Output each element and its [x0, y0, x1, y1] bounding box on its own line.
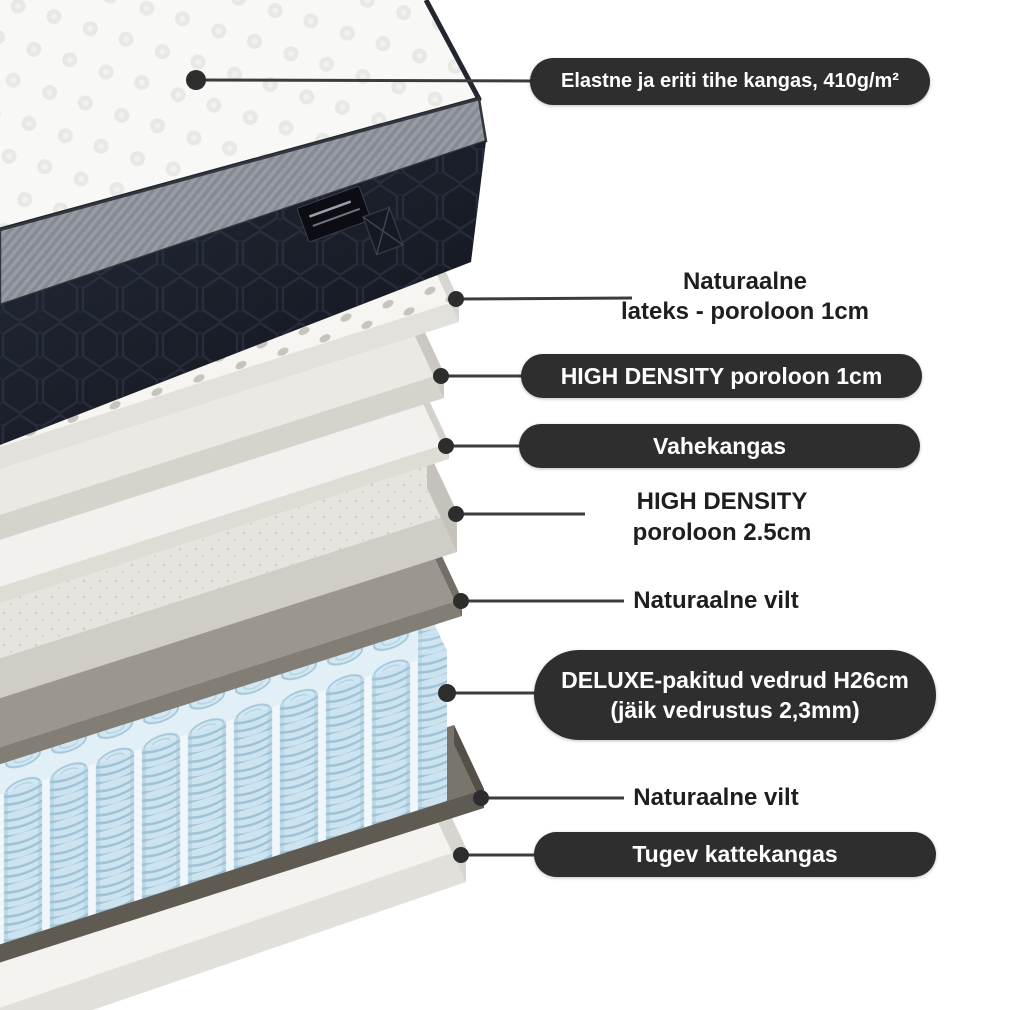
callout-text-latex: Naturaalne lateks - poroloon 1cm — [590, 267, 900, 327]
mattress-quilted-top — [0, 0, 479, 230]
callout-badge-vahekangas: Vahekangas — [519, 424, 920, 468]
callout-badge-bottom-cover: Tugev kattekangas — [534, 832, 936, 877]
corner-tag — [362, 206, 404, 256]
callout-text: (jäik vedrustus 2,3mm) — [610, 697, 860, 723]
callout-dot — [433, 368, 449, 384]
callout-dots — [186, 70, 489, 863]
callout-dot — [186, 70, 206, 90]
callout-badge-springs: DELUXE-pakitud vedrud H26cm (jäik vedrus… — [534, 650, 936, 740]
callout-dot — [453, 847, 469, 863]
mattress-border-band — [0, 97, 488, 307]
callout-text: HIGH DENSITY — [636, 488, 808, 515]
callout-text-hd-foam-25: HIGH DENSITY poroloon 2.5cm — [572, 486, 872, 548]
mattress-top-block — [0, 0, 488, 445]
layer-hd-foam-25 — [0, 448, 457, 699]
callout-dot — [438, 684, 456, 702]
callout-text: lateks - poroloon 1cm — [620, 298, 870, 325]
callout-dot — [438, 438, 454, 454]
callout-text-felt-upper: Naturaalne vilt — [591, 586, 841, 616]
callout-dot — [448, 506, 464, 522]
leader-lines — [195, 78, 633, 857]
callout-badge-hd-foam-1cm: HIGH DENSITY poroloon 1cm — [521, 354, 922, 398]
callout-text: poroloon 2.5cm — [632, 519, 812, 546]
callout-text: HIGH DENSITY poroloon 1cm — [560, 362, 883, 389]
callout-dot — [448, 291, 464, 307]
brand-label — [296, 185, 372, 243]
callout-text: Tugev kattekangas — [632, 841, 838, 867]
callout-text: Vahekangas — [653, 432, 786, 459]
callout-text: Elastne ja eriti tihe kangas, 410g/m² — [561, 70, 899, 92]
callout-text: DELUXE-pakitud vedrud H26cm — [561, 667, 909, 693]
callout-text-felt-lower: Naturaalne vilt — [591, 783, 841, 813]
callout-dot — [453, 593, 469, 609]
callout-text: Naturaalne vilt — [633, 784, 799, 811]
callout-text: Naturaalne vilt — [633, 587, 799, 614]
callout-text: Naturaalne — [682, 268, 808, 295]
callout-badge-top-fabric: Elastne ja eriti tihe kangas, 410g/m² — [530, 58, 930, 105]
callout-dot — [473, 790, 489, 806]
